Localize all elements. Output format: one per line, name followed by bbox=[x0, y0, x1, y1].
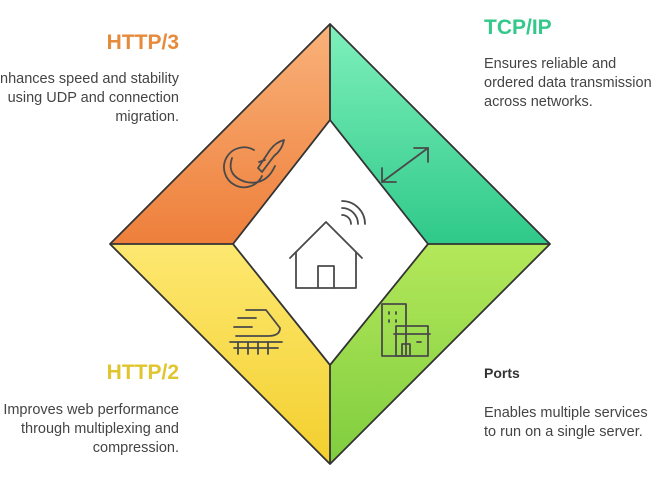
ports-description: Enables multiple services to run on a si… bbox=[484, 405, 648, 440]
planet-rocket-icon bbox=[223, 139, 285, 189]
tcp-ip-description: Ensures reliable and ordered data transm… bbox=[484, 56, 652, 110]
tcp-ip-title: TCP/IP bbox=[484, 16, 552, 39]
ports-title: Ports bbox=[484, 365, 520, 381]
smart-home-wifi-icon bbox=[289, 200, 366, 289]
bidirectional-arrow-icon bbox=[381, 147, 429, 183]
http3-title: HTTP/3 bbox=[106, 31, 179, 54]
speed-train-icon bbox=[229, 309, 283, 355]
http3-description: Enhances speed and stability using UDP a… bbox=[0, 71, 179, 125]
building-icon bbox=[381, 303, 431, 357]
http2-title: HTTP/2 bbox=[106, 361, 179, 384]
diagram-outline bbox=[109, 23, 551, 465]
http2-description: Improves web performance through multipl… bbox=[3, 402, 179, 456]
